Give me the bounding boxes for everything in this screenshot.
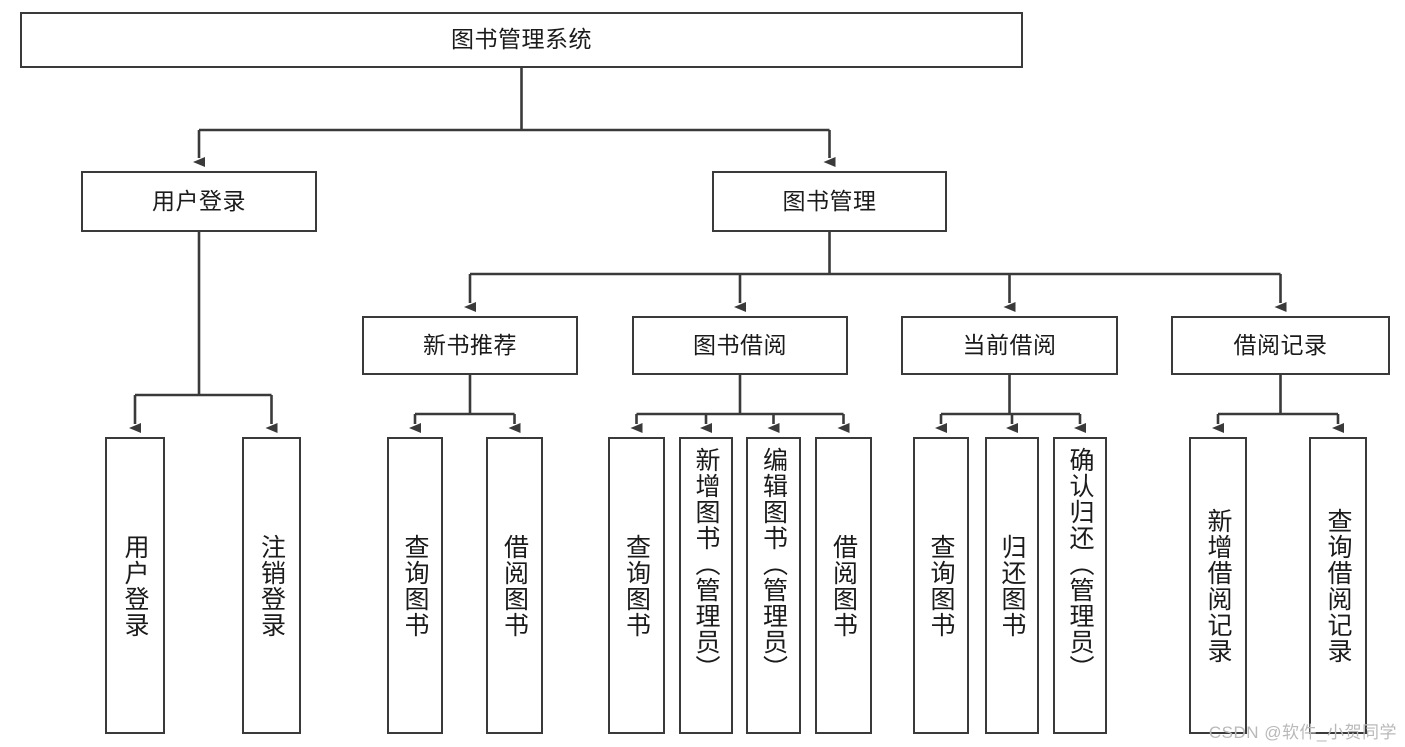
leaf-add-book-label: 新增图书（管理员） — [692, 447, 720, 681]
leaf-edit-book-label: 编辑图书（管理员） — [759, 447, 788, 681]
leaf-add-borrow-record-label: 新增借阅记录 — [1204, 507, 1232, 664]
node-book-manage[interactable]: 图书管理 — [712, 171, 947, 232]
leaf-borrow-book[interactable]: 借阅图书 — [815, 437, 872, 734]
leaf-borrow-book-label: 借阅图书 — [829, 533, 858, 638]
leaf-return-book[interactable]: 归还图书 — [985, 437, 1039, 734]
node-book-borrow-label: 图书借阅 — [693, 331, 787, 358]
node-current-borrow-label: 当前借阅 — [962, 331, 1057, 358]
leaf-query-borrow-record-label: 查询借阅记录 — [1324, 507, 1352, 664]
node-root[interactable]: 图书管理系统 — [20, 12, 1023, 68]
leaf-query-book-rec-label: 查询图书 — [401, 533, 429, 638]
leaf-query-book-borrow-label: 查询图书 — [622, 533, 651, 638]
leaf-add-book[interactable]: 新增图书（管理员） — [679, 437, 733, 734]
leaf-query-book-rec[interactable]: 查询图书 — [387, 437, 443, 734]
node-borrow-record[interactable]: 借阅记录 — [1171, 316, 1390, 375]
node-root-label: 图书管理系统 — [451, 26, 592, 53]
leaf-query-book-borrow[interactable]: 查询图书 — [608, 437, 665, 734]
leaf-borrow-book-rec[interactable]: 借阅图书 — [486, 437, 543, 734]
node-new-book-rec[interactable]: 新书推荐 — [362, 316, 578, 375]
leaf-query-borrow-record[interactable]: 查询借阅记录 — [1309, 437, 1367, 734]
node-current-borrow[interactable]: 当前借阅 — [901, 316, 1118, 375]
leaf-confirm-return-label: 确认归还（管理员） — [1066, 447, 1094, 681]
node-user-login[interactable]: 用户登录 — [81, 171, 317, 232]
leaf-add-borrow-record[interactable]: 新增借阅记录 — [1189, 437, 1247, 734]
node-user-login-label: 用户登录 — [152, 187, 246, 214]
node-borrow-record-label: 借阅记录 — [1233, 331, 1328, 358]
node-book-borrow[interactable]: 图书借阅 — [632, 316, 848, 375]
node-new-book-rec-label: 新书推荐 — [423, 331, 517, 358]
leaf-query-book-cur-label: 查询图书 — [927, 533, 955, 638]
node-book-manage-label: 图书管理 — [782, 187, 877, 214]
leaf-user-logout[interactable]: 注销登录 — [242, 437, 301, 734]
leaf-confirm-return[interactable]: 确认归还（管理员） — [1053, 437, 1107, 734]
leaf-query-book-cur[interactable]: 查询图书 — [913, 437, 969, 734]
leaf-user-login-label: 用户登录 — [121, 533, 149, 638]
leaf-borrow-book-rec-label: 借阅图书 — [500, 533, 529, 638]
leaf-return-book-label: 归还图书 — [998, 533, 1026, 638]
leaf-edit-book[interactable]: 编辑图书（管理员） — [746, 437, 801, 734]
leaf-user-login[interactable]: 用户登录 — [105, 437, 165, 734]
leaf-user-logout-label: 注销登录 — [257, 533, 286, 638]
